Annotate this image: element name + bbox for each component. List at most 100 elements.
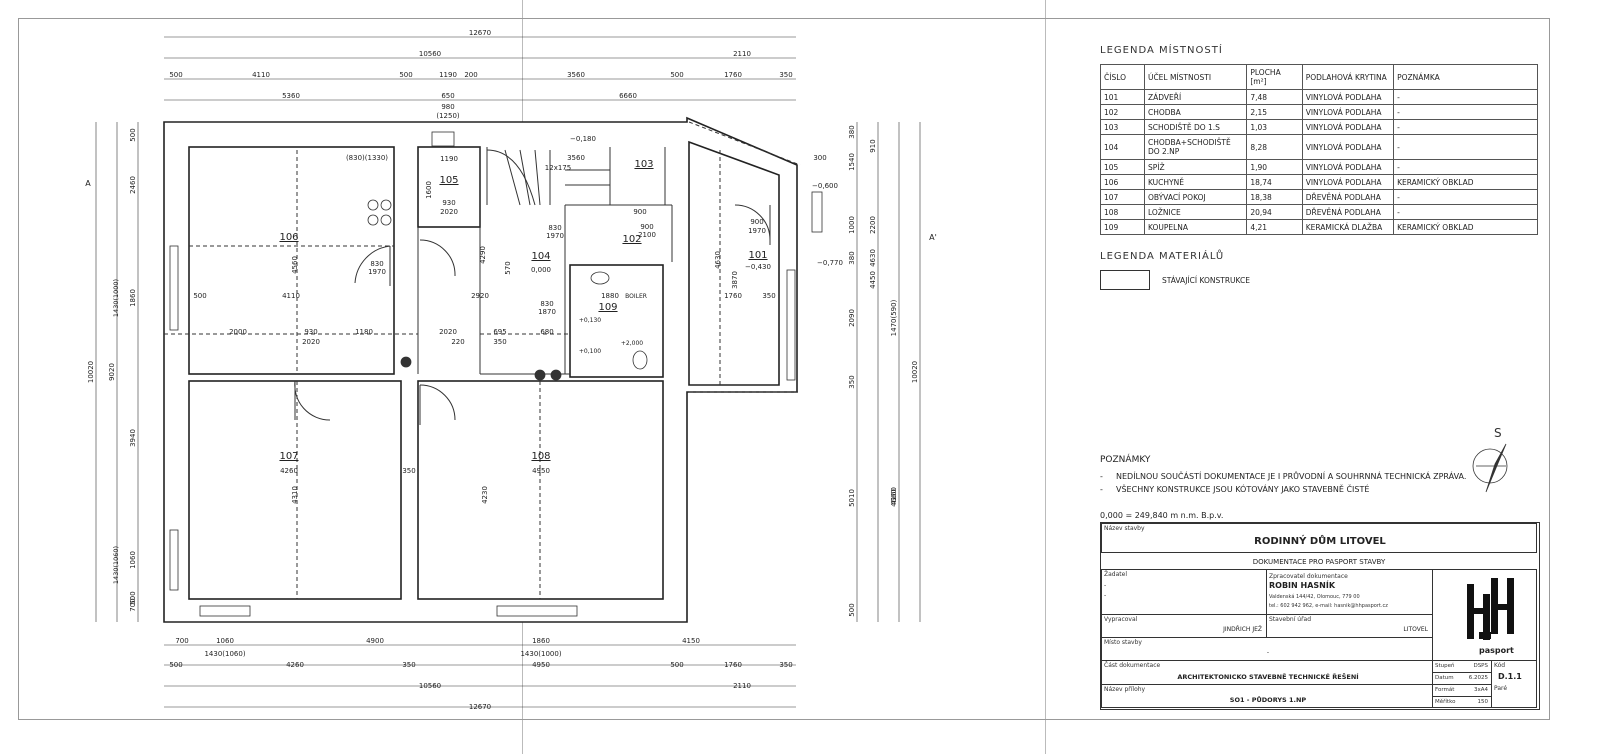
legend-cell: 18,38	[1246, 189, 1303, 205]
drawing-code: D.1.1	[1498, 672, 1522, 681]
dimension-label: 680	[540, 328, 553, 336]
dimension-label: 930	[304, 328, 317, 336]
dimension-label: 10560	[419, 682, 441, 690]
legend-cell: -	[1393, 189, 1538, 205]
legend-header: ÚČEL MÍSTNOSTI	[1143, 64, 1248, 90]
dimension-label: 1430(1000)	[112, 279, 120, 317]
note-item: -VŠECHNY KONSTRUKCE JSOU KÓTOVÁNY JAKO S…	[1100, 485, 1370, 494]
dimension-label: 380	[848, 125, 856, 138]
dimension-label: 10020	[911, 361, 919, 383]
dimension-label: 300	[813, 154, 826, 162]
room-number: 101	[748, 250, 767, 261]
dimension-label: 700	[129, 598, 137, 611]
dimension-label: 1060	[216, 637, 234, 645]
dimension-label: 1880	[601, 292, 619, 300]
material-item: STÁVAJÍCÍ KONSTRUKCE	[1100, 270, 1538, 290]
room-number: 106	[279, 232, 298, 243]
dimension-label: 1870	[538, 308, 556, 316]
dimension-label: 500	[670, 661, 683, 669]
room-number: 105	[439, 175, 458, 186]
dimension-label: 0,000	[531, 266, 551, 274]
dimension-label: 350	[402, 467, 415, 475]
dimension-label: 9020	[108, 363, 116, 381]
legend-cell: -	[1393, 134, 1538, 160]
dimension-label: 1430(1060)	[112, 546, 120, 584]
sheet-cell: Název přílohy SO1 - PŮDORYS 1.NP	[1101, 684, 1433, 708]
legend-cell: 101	[1100, 89, 1145, 105]
dimension-label: 500	[129, 591, 137, 604]
dimension-label: −0,430	[745, 263, 771, 271]
code-cell: Kód D.1.1 Paré	[1491, 660, 1537, 708]
project-name: RODINNÝ DŮM LITOVEL	[1254, 536, 1386, 547]
dimension-label: 500	[193, 292, 206, 300]
office-cell: Stavební úřad LITOVEL	[1266, 614, 1433, 638]
notes: POZNÁMKY -NEDÍLNOU SOUČÁSTÍ DOKUMENTACE …	[1100, 455, 1540, 496]
dimension-label: 1760	[724, 71, 742, 79]
material-swatch	[1100, 270, 1150, 290]
legend-cell: 2,15	[1246, 104, 1303, 120]
room-number: 102	[622, 234, 641, 245]
dimension-label: 6660	[619, 92, 637, 100]
dimension-label: 4310	[291, 486, 299, 504]
room-number: 103	[634, 159, 653, 170]
legend-cell: KUCHYNĚ	[1143, 174, 1248, 190]
dimension-label: 1540	[848, 153, 856, 171]
dimension-label: −0,770	[817, 259, 843, 267]
dimension-label: 2000	[229, 328, 247, 336]
legend-cell: ZÁDVEŘÍ	[1143, 89, 1248, 105]
legend-cell: KERAMICKÝ OBKLAD	[1393, 219, 1538, 235]
dimension-label: 10560	[419, 50, 441, 58]
notes-title: POZNÁMKY	[1100, 455, 1151, 465]
legend-cell: DŘEVĚNÁ PODLAHA	[1301, 204, 1395, 220]
dimension-label: −0,180	[570, 135, 596, 143]
legend-cell: 4,21	[1246, 219, 1303, 235]
part-cell: Část dokumentace ARCHITEKTONICKO STAVEBN…	[1101, 660, 1433, 685]
dimension-label: 2200	[869, 216, 877, 234]
dimension-label: 500	[670, 71, 683, 79]
legend-cell: VINYLOVÁ PODLAHA	[1301, 89, 1395, 105]
legend-cell: 107	[1100, 189, 1145, 205]
legend-cell: 18,74	[1246, 174, 1303, 190]
dimension-label: 4950	[532, 661, 550, 669]
legend-cell: 109	[1100, 219, 1145, 235]
legend-cell: 1,90	[1246, 159, 1303, 175]
legend-cell: -	[1393, 159, 1538, 175]
dimension-label: 4260	[286, 661, 304, 669]
legend-cell: VINYLOVÁ PODLAHA	[1301, 119, 1395, 135]
dimension-label: 1970	[748, 227, 766, 235]
legend-header: ČÍSLO	[1100, 64, 1145, 90]
elevation-note: 0,000 = 249,840 m n.m. B.p.v.	[1100, 511, 1224, 520]
dimension-label: 4110	[282, 292, 300, 300]
legend-cell: VINYLOVÁ PODLAHA	[1301, 134, 1395, 160]
section-mark: A	[85, 179, 91, 188]
legend-cell: LOŽNICE	[1143, 204, 1248, 220]
dimension-label: 350	[493, 338, 506, 346]
dimension-label: +0,100	[579, 348, 601, 355]
dimension-label: 1470(590)	[890, 299, 898, 336]
dimension-label: 350	[848, 375, 856, 388]
project-cell: Název stavby RODINNÝ DŮM LITOVEL	[1101, 523, 1537, 553]
dimension-label: 500	[169, 661, 182, 669]
legend-cell: 8,28	[1246, 134, 1303, 160]
site-cell: Místo stavby -	[1101, 637, 1433, 661]
dimension-label: 3560	[567, 154, 585, 162]
dimension-label: 4110	[252, 71, 270, 79]
dimension-label: 980	[441, 103, 454, 111]
legend-cell: KERAMICKÁ DLAŽBA	[1301, 219, 1395, 235]
dimension-label: 1000	[848, 216, 856, 234]
dimension-label: 695	[493, 328, 506, 336]
dimension-label: 4950	[532, 467, 550, 475]
dimension-label: 4560	[291, 256, 299, 274]
room-number: 107	[279, 451, 298, 462]
dimension-label: 5360	[282, 92, 300, 100]
dimension-label: 500	[399, 71, 412, 79]
dimension-label: 350	[402, 661, 415, 669]
dimension-label: 1600	[425, 181, 433, 199]
room-number: 108	[531, 451, 550, 462]
room-number: 104	[531, 251, 550, 262]
